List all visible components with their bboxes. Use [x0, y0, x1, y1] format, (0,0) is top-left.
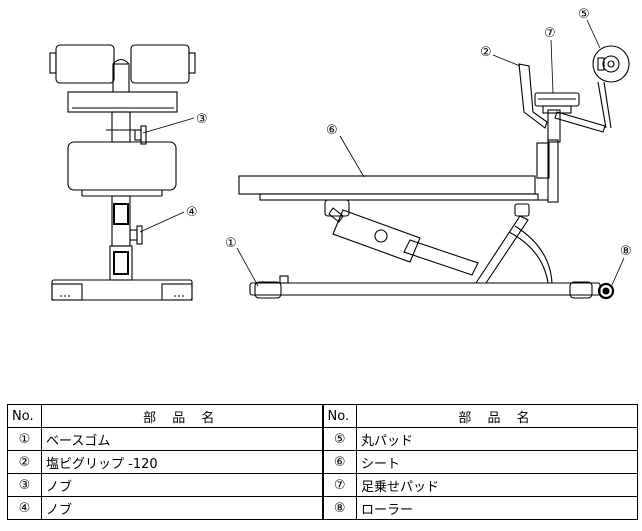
part-no: ⑤ — [321, 427, 357, 451]
callout-2: ② — [480, 45, 492, 60]
part-name: ノブ — [41, 496, 323, 520]
side-seat — [238, 175, 536, 195]
side-base-rubber-front — [254, 281, 282, 299]
part-no: ③ — [7, 473, 42, 497]
side-base-rubber-rear — [569, 281, 593, 299]
name-header-right: 部 品 名 — [356, 404, 638, 428]
side-base — [249, 282, 601, 296]
part-name: シート — [356, 450, 638, 474]
callout-1: ① — [225, 236, 237, 251]
table-row: ④ ノブ ⑧ ローラー — [7, 496, 638, 520]
parts-table: No. 部 品 名 No. 部 品 名 ① ベースゴム ⑤ 丸パッド ② 塩ビグ… — [7, 404, 638, 520]
parts-table-header: No. 部 品 名 No. 部 品 名 — [7, 404, 638, 428]
part-no: ⑧ — [321, 496, 357, 520]
callout-7: ⑦ — [544, 26, 556, 41]
front-foot-pad — [67, 91, 178, 113]
part-no: ⑦ — [321, 473, 357, 497]
callout-8: ⑧ — [620, 244, 632, 259]
front-base — [51, 279, 193, 301]
no-header-right: No. — [321, 404, 357, 428]
callout-4: ④ — [186, 205, 198, 220]
part-no: ④ — [7, 496, 42, 520]
part-name: 塩ビグリップ -120 — [41, 450, 323, 474]
part-name: ベースゴム — [41, 427, 323, 451]
no-header-left: No. — [7, 404, 42, 428]
part-name: ノブ — [41, 473, 323, 497]
name-header-left: 部 品 名 — [41, 404, 323, 428]
front-seat — [67, 141, 177, 191]
side-roller — [597, 282, 615, 300]
front-roller-right — [130, 44, 190, 84]
table-row: ② 塩ビグリップ -120 ⑥ シート — [7, 450, 638, 474]
part-no: ② — [7, 450, 42, 474]
front-roller-left — [55, 44, 115, 84]
equipment-diagram: ③ ④ ② ⑦ ⑤ ⑥ ① ⑧ — [49, 7, 632, 301]
front-view — [49, 44, 196, 301]
side-view — [236, 19, 630, 300]
callout-5: ⑤ — [578, 7, 590, 22]
part-name: 足乗せパッド — [356, 473, 638, 497]
part-name: 丸パッド — [356, 427, 638, 451]
part-no: ⑥ — [321, 450, 357, 474]
callout-6: ⑥ — [326, 123, 338, 138]
callout-3: ③ — [196, 112, 208, 127]
table-row: ③ ノブ ⑦ 足乗せパッド — [7, 473, 638, 497]
part-no: ① — [7, 427, 42, 451]
table-row: ① ベースゴム ⑤ 丸パッド — [7, 427, 638, 451]
part-name: ローラー — [356, 496, 638, 520]
side-round-pad — [592, 45, 630, 83]
side-strut — [328, 207, 479, 276]
